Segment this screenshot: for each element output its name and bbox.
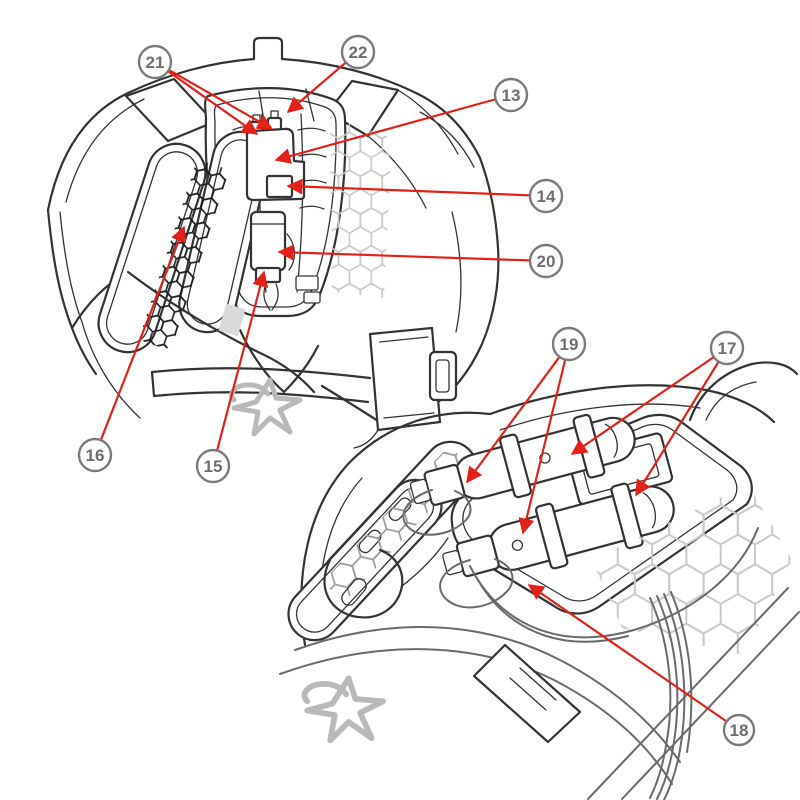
gray-patch xyxy=(218,303,246,337)
callout-number-15: 15 xyxy=(204,457,223,476)
callout-number-18: 18 xyxy=(730,721,749,740)
callout-circle-15 xyxy=(195,448,231,484)
callout-arrow-16 xyxy=(100,227,184,440)
callout-arrow-18 xyxy=(529,584,727,722)
d-ring-front xyxy=(439,558,514,609)
callout-circle-13 xyxy=(493,77,529,113)
callout-number-22: 22 xyxy=(349,43,368,62)
strap-buckle xyxy=(428,350,458,402)
callout-arrow-21 xyxy=(169,69,272,130)
vest-left-edge xyxy=(46,208,98,376)
callout-arrow-21 xyxy=(168,70,257,135)
hanging-strap xyxy=(368,326,442,432)
callout-circle-17 xyxy=(709,330,745,366)
vest-right-outline xyxy=(280,57,500,346)
lower-back-view xyxy=(279,361,800,800)
callout-arrow-19 xyxy=(467,357,560,482)
alpinestars-logo-icon xyxy=(229,377,303,437)
right-mesh-panel xyxy=(330,116,392,298)
vest-collar-outline xyxy=(46,57,256,212)
callout-arrow-22 xyxy=(288,62,346,112)
callout-number-20: 20 xyxy=(537,252,556,271)
callout-13: 13 xyxy=(493,77,529,113)
callout-number-17: 17 xyxy=(718,339,737,358)
callout-20: 20 xyxy=(528,243,564,279)
callout-circle-21 xyxy=(137,44,173,80)
callout-number-16: 16 xyxy=(86,446,105,465)
gas-canister-front xyxy=(442,482,675,578)
callout-16: 16 xyxy=(77,437,113,473)
callout-18: 18 xyxy=(722,713,756,747)
callout-arrow-13 xyxy=(276,98,495,161)
ecu-module xyxy=(249,210,287,272)
lower-right-mesh-panel xyxy=(592,484,792,655)
callout-arrow-19 xyxy=(523,360,567,534)
callout-circle-18 xyxy=(722,713,756,747)
callout-arrow-20 xyxy=(279,252,530,262)
ecu-bottom-cap xyxy=(254,266,282,284)
callout-circle-19 xyxy=(551,326,587,362)
d-ring-rear xyxy=(402,489,472,536)
callout-number-14: 14 xyxy=(537,187,556,206)
callout-circle-22 xyxy=(340,34,376,70)
cable-bundle xyxy=(649,591,693,800)
callout-15: 15 xyxy=(195,448,231,484)
callout-21: 21 xyxy=(137,44,173,80)
callout-22: 22 xyxy=(340,34,376,70)
callout-19: 19 xyxy=(551,326,587,362)
callout-arrow-17 xyxy=(572,356,714,455)
callout-arrow-17 xyxy=(635,361,720,496)
callout-number-21: 21 xyxy=(146,53,165,72)
callout-17: 17 xyxy=(709,330,745,366)
alpinestars-logo-icon xyxy=(301,675,386,744)
dark-mesh-band xyxy=(140,161,228,349)
callout-arrow-14 xyxy=(288,186,530,197)
callout-layer: 21 22 13 14 20 16 15 19 17 18 xyxy=(77,34,756,747)
callout-circle-20 xyxy=(528,243,564,279)
callout-number-13: 13 xyxy=(502,86,521,105)
upper-back-view xyxy=(46,36,500,449)
callout-14: 14 xyxy=(528,178,564,214)
callout-arrow-15 xyxy=(216,272,264,450)
callout-circle-14 xyxy=(528,178,564,214)
neck-tab xyxy=(252,36,284,61)
gas-canister-rear xyxy=(409,413,636,506)
callout-number-19: 19 xyxy=(560,335,579,354)
callout-circle-16 xyxy=(77,437,113,473)
